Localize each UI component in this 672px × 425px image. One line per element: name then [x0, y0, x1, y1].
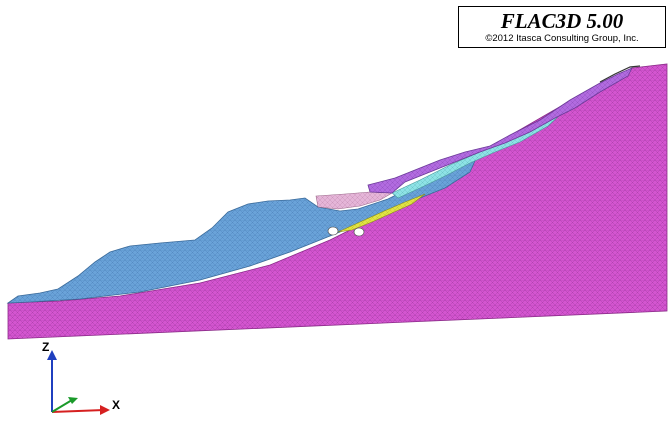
app-title: FLAC3D 5.00: [500, 9, 624, 33]
y-arrowhead: [68, 397, 78, 404]
cyan-layer-zone: [391, 112, 563, 199]
y-axis: [51, 399, 73, 413]
x-axis-label: X: [112, 398, 121, 412]
crest-edge: [599, 65, 641, 83]
copyright-text: ©2012 Itasca Consulting Group, Inc.: [485, 33, 639, 44]
tunnel-right: [353, 227, 365, 237]
title-box: FLAC3D 5.00 ©2012 Itasca Consulting Grou…: [458, 6, 666, 48]
upper-layer-zone: [367, 67, 633, 194]
tunnel-left: [327, 226, 339, 236]
axes-triad: [47, 350, 110, 415]
z-arrowhead: [47, 350, 57, 360]
pink-layer-zone: [315, 191, 394, 210]
z-axis-label: Z: [42, 340, 50, 354]
x-axis: [51, 409, 105, 413]
overburden-zone: [6, 153, 479, 304]
x-arrowhead: [100, 405, 110, 415]
yellow-band-zone: [337, 193, 426, 233]
